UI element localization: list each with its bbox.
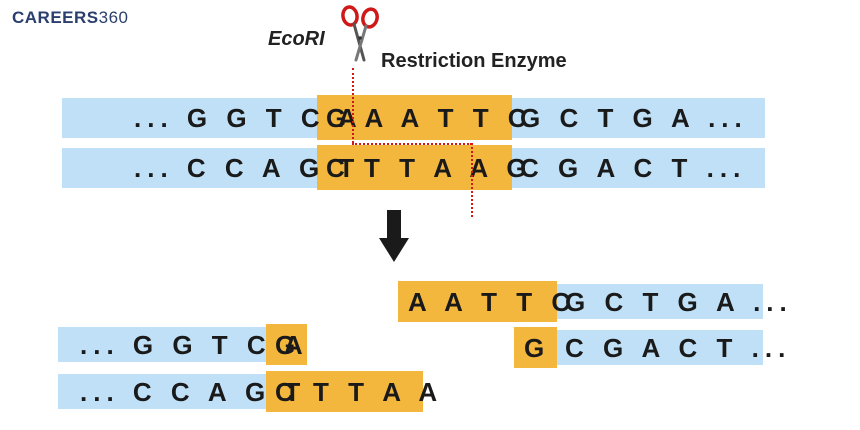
fragment-right-top-site-highlight <box>398 281 557 322</box>
fragment-left-bottom-left-seq: ... C C A G T <box>80 377 307 407</box>
original-bottom-site-seq: C T T A A G <box>326 153 533 183</box>
fragment-right-top-right-seq: G C T G A ... <box>565 287 793 317</box>
original-top-right-seq: G C T G A ... <box>520 103 748 133</box>
original-top-site-highlight <box>317 95 512 140</box>
cut-line-top <box>352 68 354 143</box>
fragment-right-bottom-right-seq: C G A C T ... <box>565 333 792 363</box>
fragment-left-top-site-highlight <box>266 324 307 365</box>
down-arrow-icon <box>379 210 409 262</box>
original-bottom-right-seq: C G A C T ... <box>520 153 747 183</box>
original-top-site-seq: G A A T T C <box>326 103 533 133</box>
fragment-left-bottom-strand <box>58 374 268 409</box>
scissors-icon <box>341 5 379 62</box>
enzyme-name: EcoRI <box>268 28 325 50</box>
fragment-left-top-strand <box>58 327 268 362</box>
fragment-right-bottom-site-seq: G <box>524 333 551 363</box>
fragment-right-bottom-strand <box>555 330 763 365</box>
original-bottom-site-highlight <box>317 145 512 190</box>
enzyme-label: Restriction Enzyme <box>381 50 567 72</box>
fragment-left-top-left-seq: ... G G T C A <box>80 330 309 360</box>
fragment-right-top-strand <box>555 284 763 319</box>
original-bottom-left-seq: ... C C A G T <box>134 153 361 183</box>
fragment-right-bottom-site-highlight <box>514 327 557 368</box>
cut-line-bottom <box>471 143 473 217</box>
logo-brand: CAREERS <box>12 8 99 27</box>
fragment-right-top-site-seq: A A T T C <box>408 287 577 317</box>
original-top-left-seq: ... G G T C A <box>134 103 363 133</box>
fragment-left-bottom-site-highlight <box>266 371 423 412</box>
fragment-left-top-site-seq: G <box>275 330 302 360</box>
careers360-logo: CAREERS360 <box>12 8 129 28</box>
cut-line-middle <box>352 143 472 145</box>
fragment-left-bottom-site-seq: C T T A A <box>275 377 444 407</box>
logo-number: 360 <box>98 8 129 27</box>
